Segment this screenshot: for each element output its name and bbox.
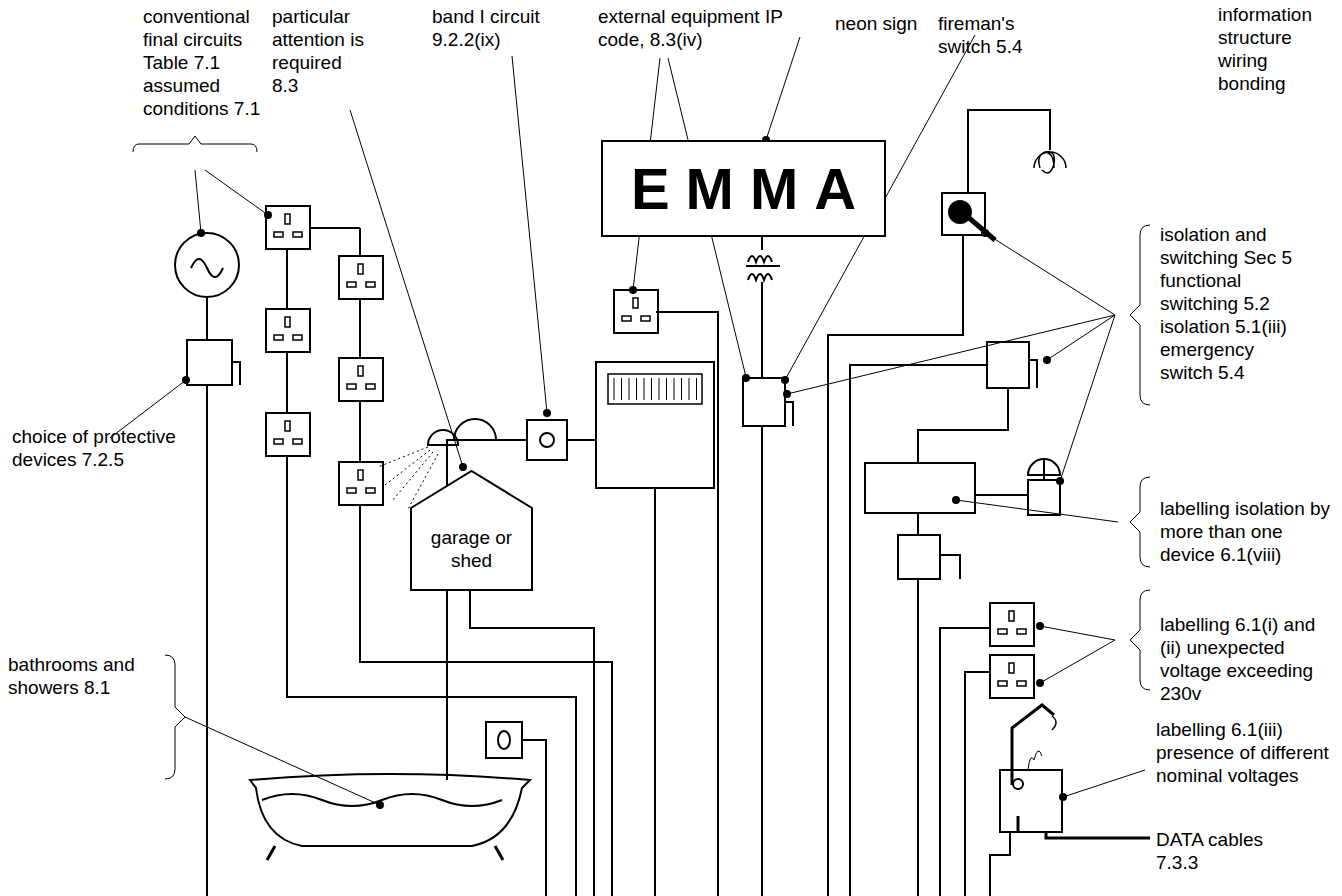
callout-label: neon sign (835, 12, 935, 35)
callout-label: labelling isolation by more than one dev… (1160, 497, 1335, 566)
callout-label: external equipment IP code, 8.3(iv) (598, 5, 798, 51)
callout-label: fireman's switch 5.4 (938, 12, 1048, 58)
callout-label: labelling 6.1(iii) presence of different… (1156, 718, 1341, 787)
node-text-wrap: EMMA (631, 154, 856, 224)
sign-text: EMMA (631, 154, 872, 224)
callout-label: information structure wiring bonding (1218, 3, 1328, 95)
garage-shape: garage or shed (410, 470, 533, 591)
callout-label: particular attention is required 8.3 (272, 5, 367, 97)
callout-label: choice of protective devices 7.2.5 (12, 425, 207, 471)
callout-label: band I circuit 9.2.2(ix) (432, 5, 582, 51)
callout-label: conventional final circuits Table 7.1 as… (143, 5, 275, 120)
node-text-wrap: garage or shed (420, 527, 523, 573)
callout-label: labelling 6.1(i) and (ii) unexpected vol… (1160, 613, 1340, 705)
callout-label: isolation and switching Sec 5 functional… (1160, 223, 1310, 384)
callout-label: DATA cables 7.3.3 (1156, 828, 1306, 874)
callout-label: bathrooms and showers 8.1 (8, 653, 168, 699)
building-label: garage or shed (420, 527, 523, 573)
neon-sign-box: EMMA (601, 140, 886, 237)
